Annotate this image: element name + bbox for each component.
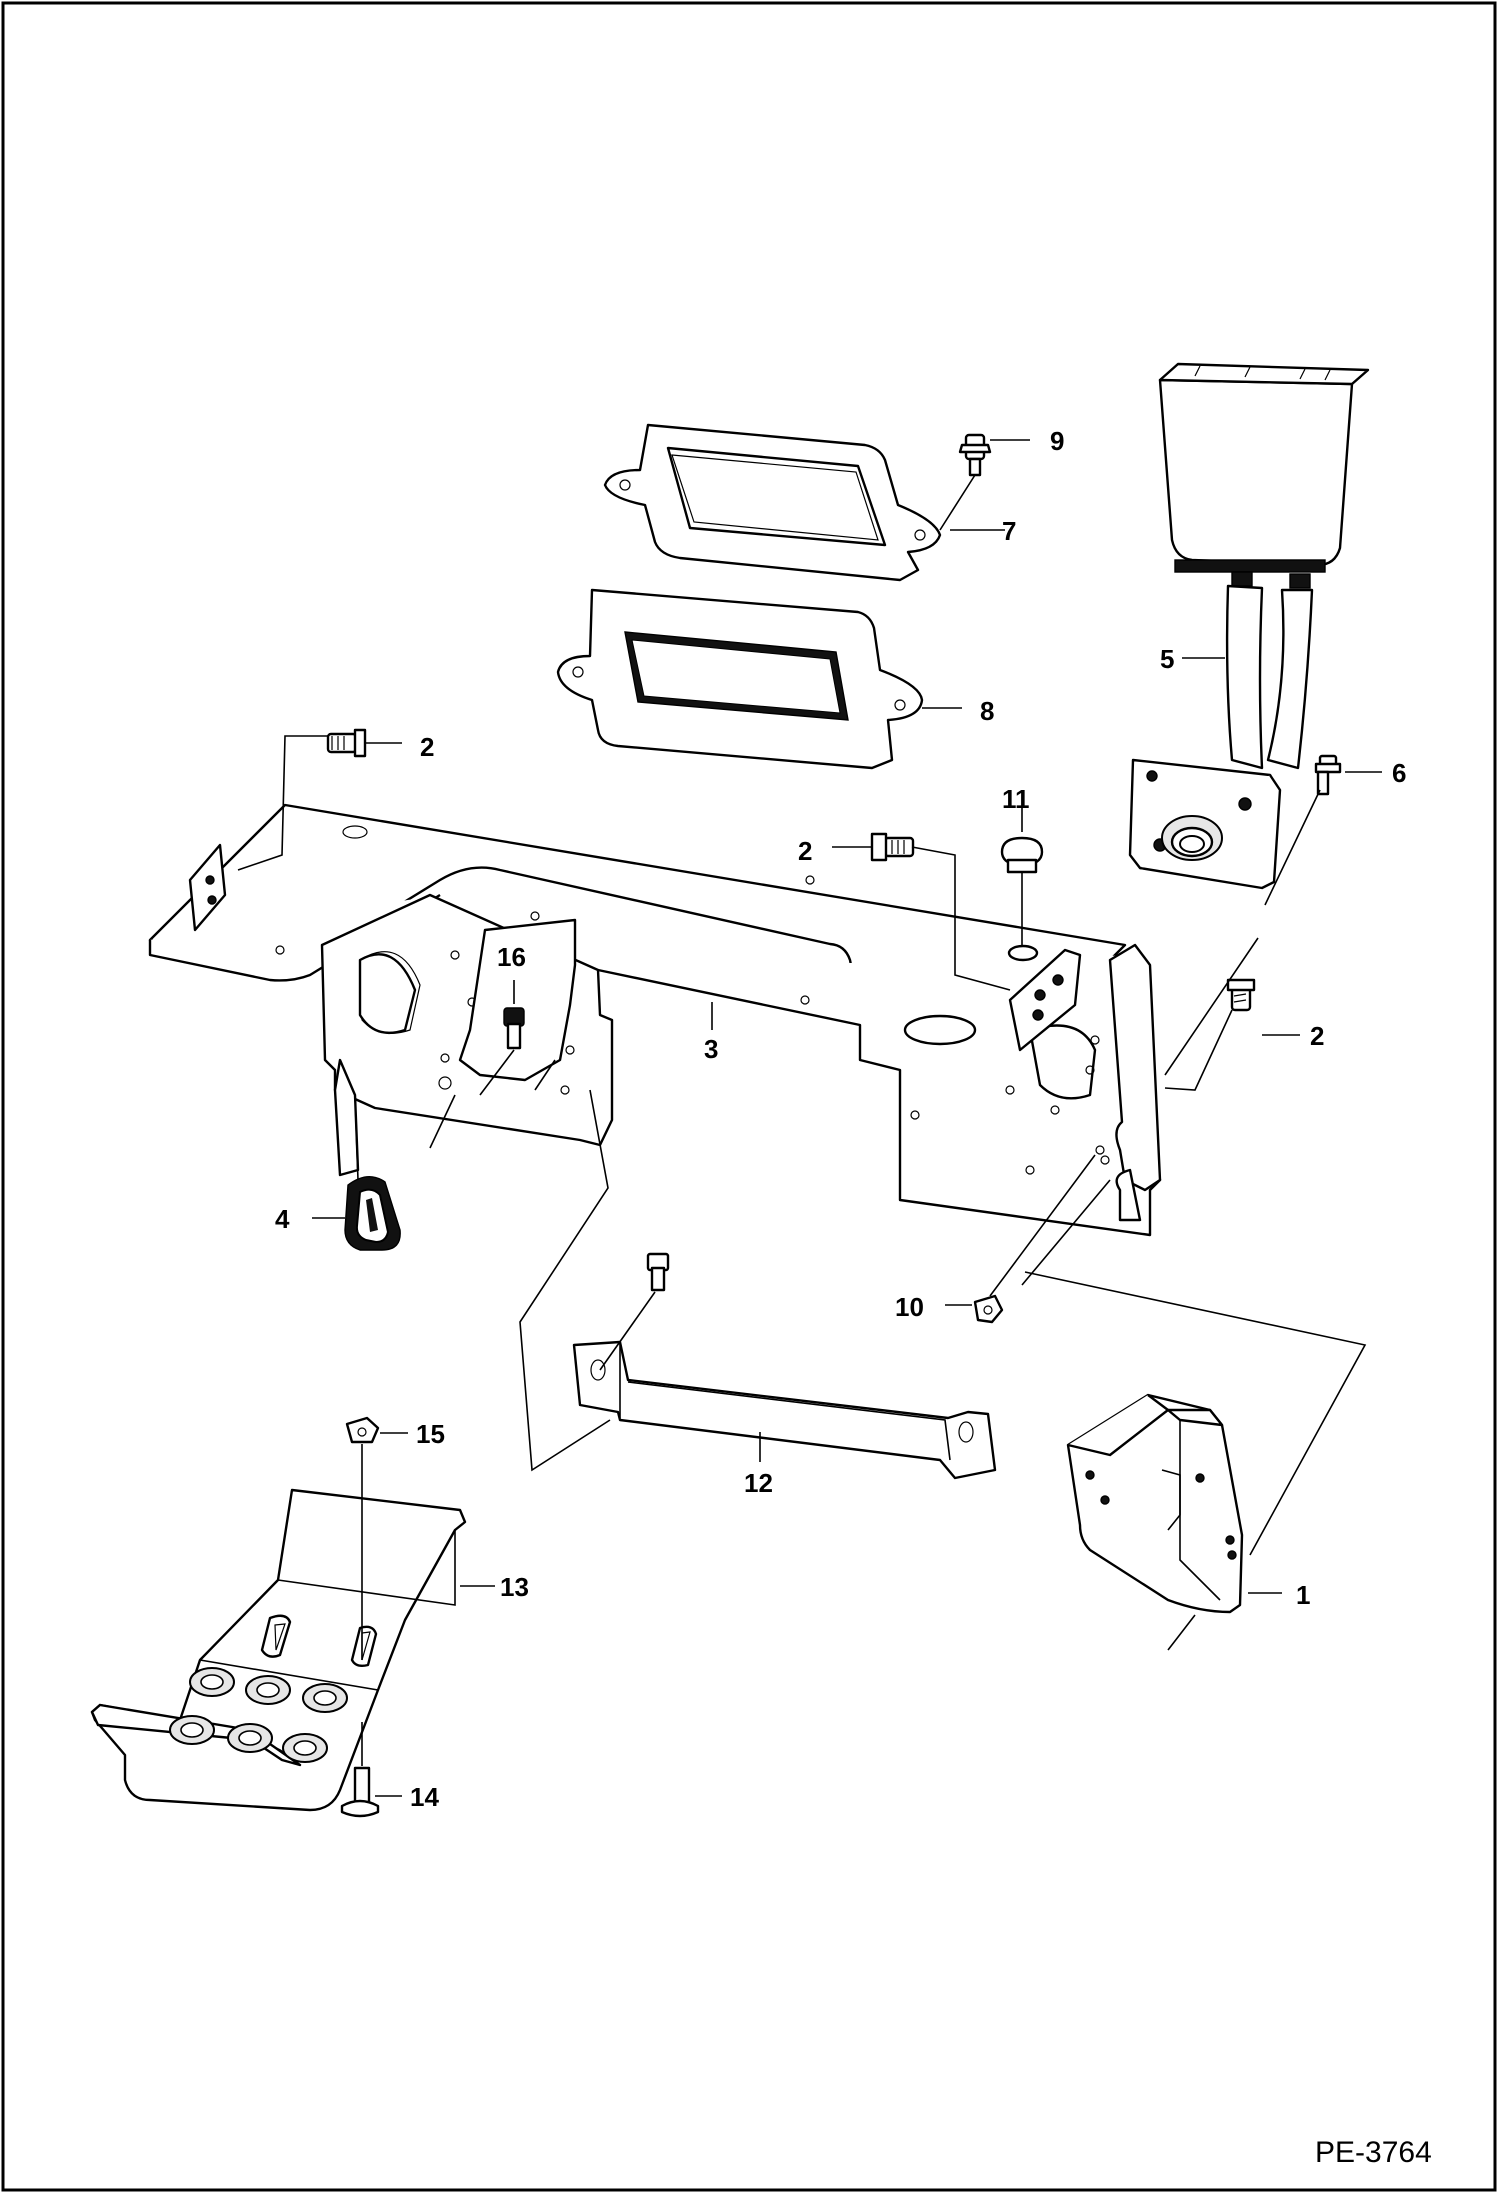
callout-1: 1 — [1296, 1580, 1310, 1610]
callout-13: 13 — [500, 1572, 529, 1602]
drawing-reference-number: PE-3764 — [1315, 2136, 1432, 2169]
callout-6: 6 — [1392, 758, 1406, 788]
callout-16: 16 — [497, 942, 526, 972]
part-7-gasket-frame — [603, 423, 942, 582]
part-2-bolt-middle — [870, 832, 915, 862]
callout-4: 4 — [275, 1204, 290, 1234]
part-2-bolt-upper — [326, 728, 367, 758]
callout-9: 9 — [1050, 426, 1064, 456]
part-16-bolt — [503, 1007, 525, 1050]
foot-plate-holes — [169, 1667, 348, 1763]
callout-5: 5 — [1160, 644, 1174, 674]
part-13-foot-plate — [90, 1488, 467, 1812]
part-9-bolt — [958, 433, 992, 477]
part-11-plug — [1000, 836, 1044, 874]
part-12-support-bar — [572, 1340, 997, 1480]
part-6-bolt — [1314, 754, 1342, 796]
part-2-bolt-right — [1226, 978, 1256, 1012]
leader-lines — [237, 439, 1382, 1797]
part-3-main-bracket — [148, 803, 1162, 1237]
callout-labels: 9 7 8 5 6 2 2 2 11 16 3 4 10 12 1 15 13 … — [275, 426, 1406, 1812]
callout-8: 8 — [980, 696, 994, 726]
callout-2-right: 2 — [1310, 1021, 1324, 1051]
callout-15: 15 — [416, 1419, 445, 1449]
part-15-nut — [345, 1416, 380, 1444]
callout-2-upper: 2 — [420, 732, 434, 762]
part-1-corner-bracket — [1066, 1393, 1244, 1614]
callout-10: 10 — [895, 1292, 924, 1322]
callout-14: 14 — [410, 1782, 439, 1812]
part-10-nut — [973, 1294, 1004, 1324]
callout-12: 12 — [744, 1468, 773, 1498]
callout-3: 3 — [704, 1034, 718, 1064]
part-8-gasket — [556, 588, 924, 770]
callout-7: 7 — [1002, 516, 1016, 546]
part-bolt-bar — [646, 1252, 670, 1292]
hardware — [326, 433, 1342, 1818]
callout-2-middle: 2 — [798, 836, 812, 866]
part-5-pedal-assembly — [1128, 362, 1370, 890]
part-4-grommet — [344, 1176, 401, 1251]
callout-11: 11 — [1002, 784, 1030, 814]
part-14-bolt — [340, 1766, 380, 1818]
